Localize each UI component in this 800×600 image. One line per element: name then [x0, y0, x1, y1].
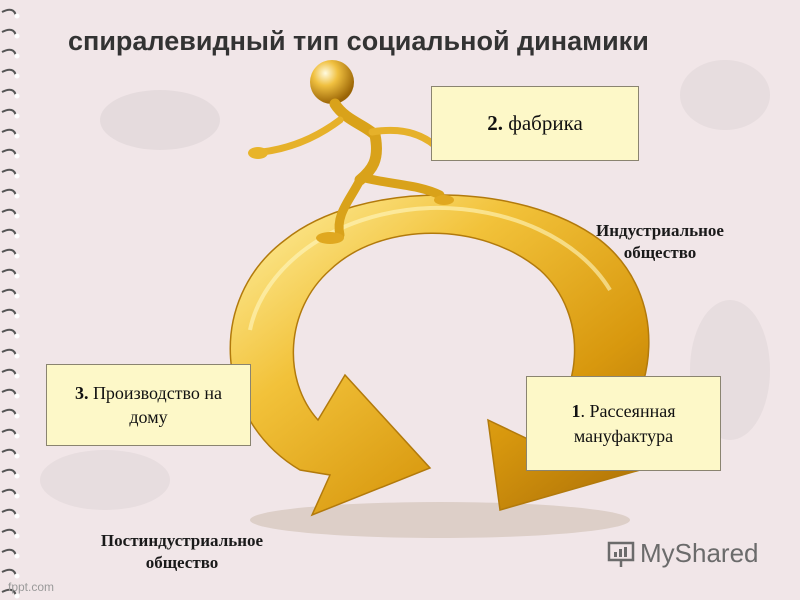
note-factory: 2. фабрика	[431, 86, 639, 161]
spiral-binding	[1, 8, 20, 599]
stage-label-line: общество	[145, 553, 219, 572]
watermark-text: fppt.com	[8, 580, 55, 594]
stage-label-line: Индустриальное	[596, 221, 724, 240]
note-number: 2.	[487, 111, 503, 135]
note-dispersed-manufactory: 1. Рассеянная мануфактура	[526, 376, 721, 471]
note-number: 3.	[74, 383, 89, 403]
myshared-logo: MyShared	[606, 538, 759, 569]
logo-text: MyShared	[640, 538, 759, 568]
note-text: . Рассеянная мануфактура	[573, 400, 676, 446]
stage-label-line: общество	[623, 243, 697, 262]
note-home-production: 3. Производство на дому	[46, 364, 251, 446]
stage-industrial: Индустриальное общество	[560, 220, 760, 264]
stage-label-line: Постиндустриальное	[100, 531, 264, 550]
background-splatter	[40, 450, 170, 510]
golden-runner-figure	[248, 60, 454, 244]
background-splatter	[680, 60, 770, 130]
note-text: Производство на дому	[92, 383, 223, 427]
stage-postindustrial: Постиндустриальное общество	[62, 530, 302, 574]
background-splatter	[100, 90, 220, 150]
slide-title: спиралевидный тип социальной динамики	[68, 26, 649, 56]
note-number: 1	[571, 400, 581, 421]
presentation-board-icon	[607, 541, 635, 567]
note-text: фабрика	[508, 111, 583, 135]
